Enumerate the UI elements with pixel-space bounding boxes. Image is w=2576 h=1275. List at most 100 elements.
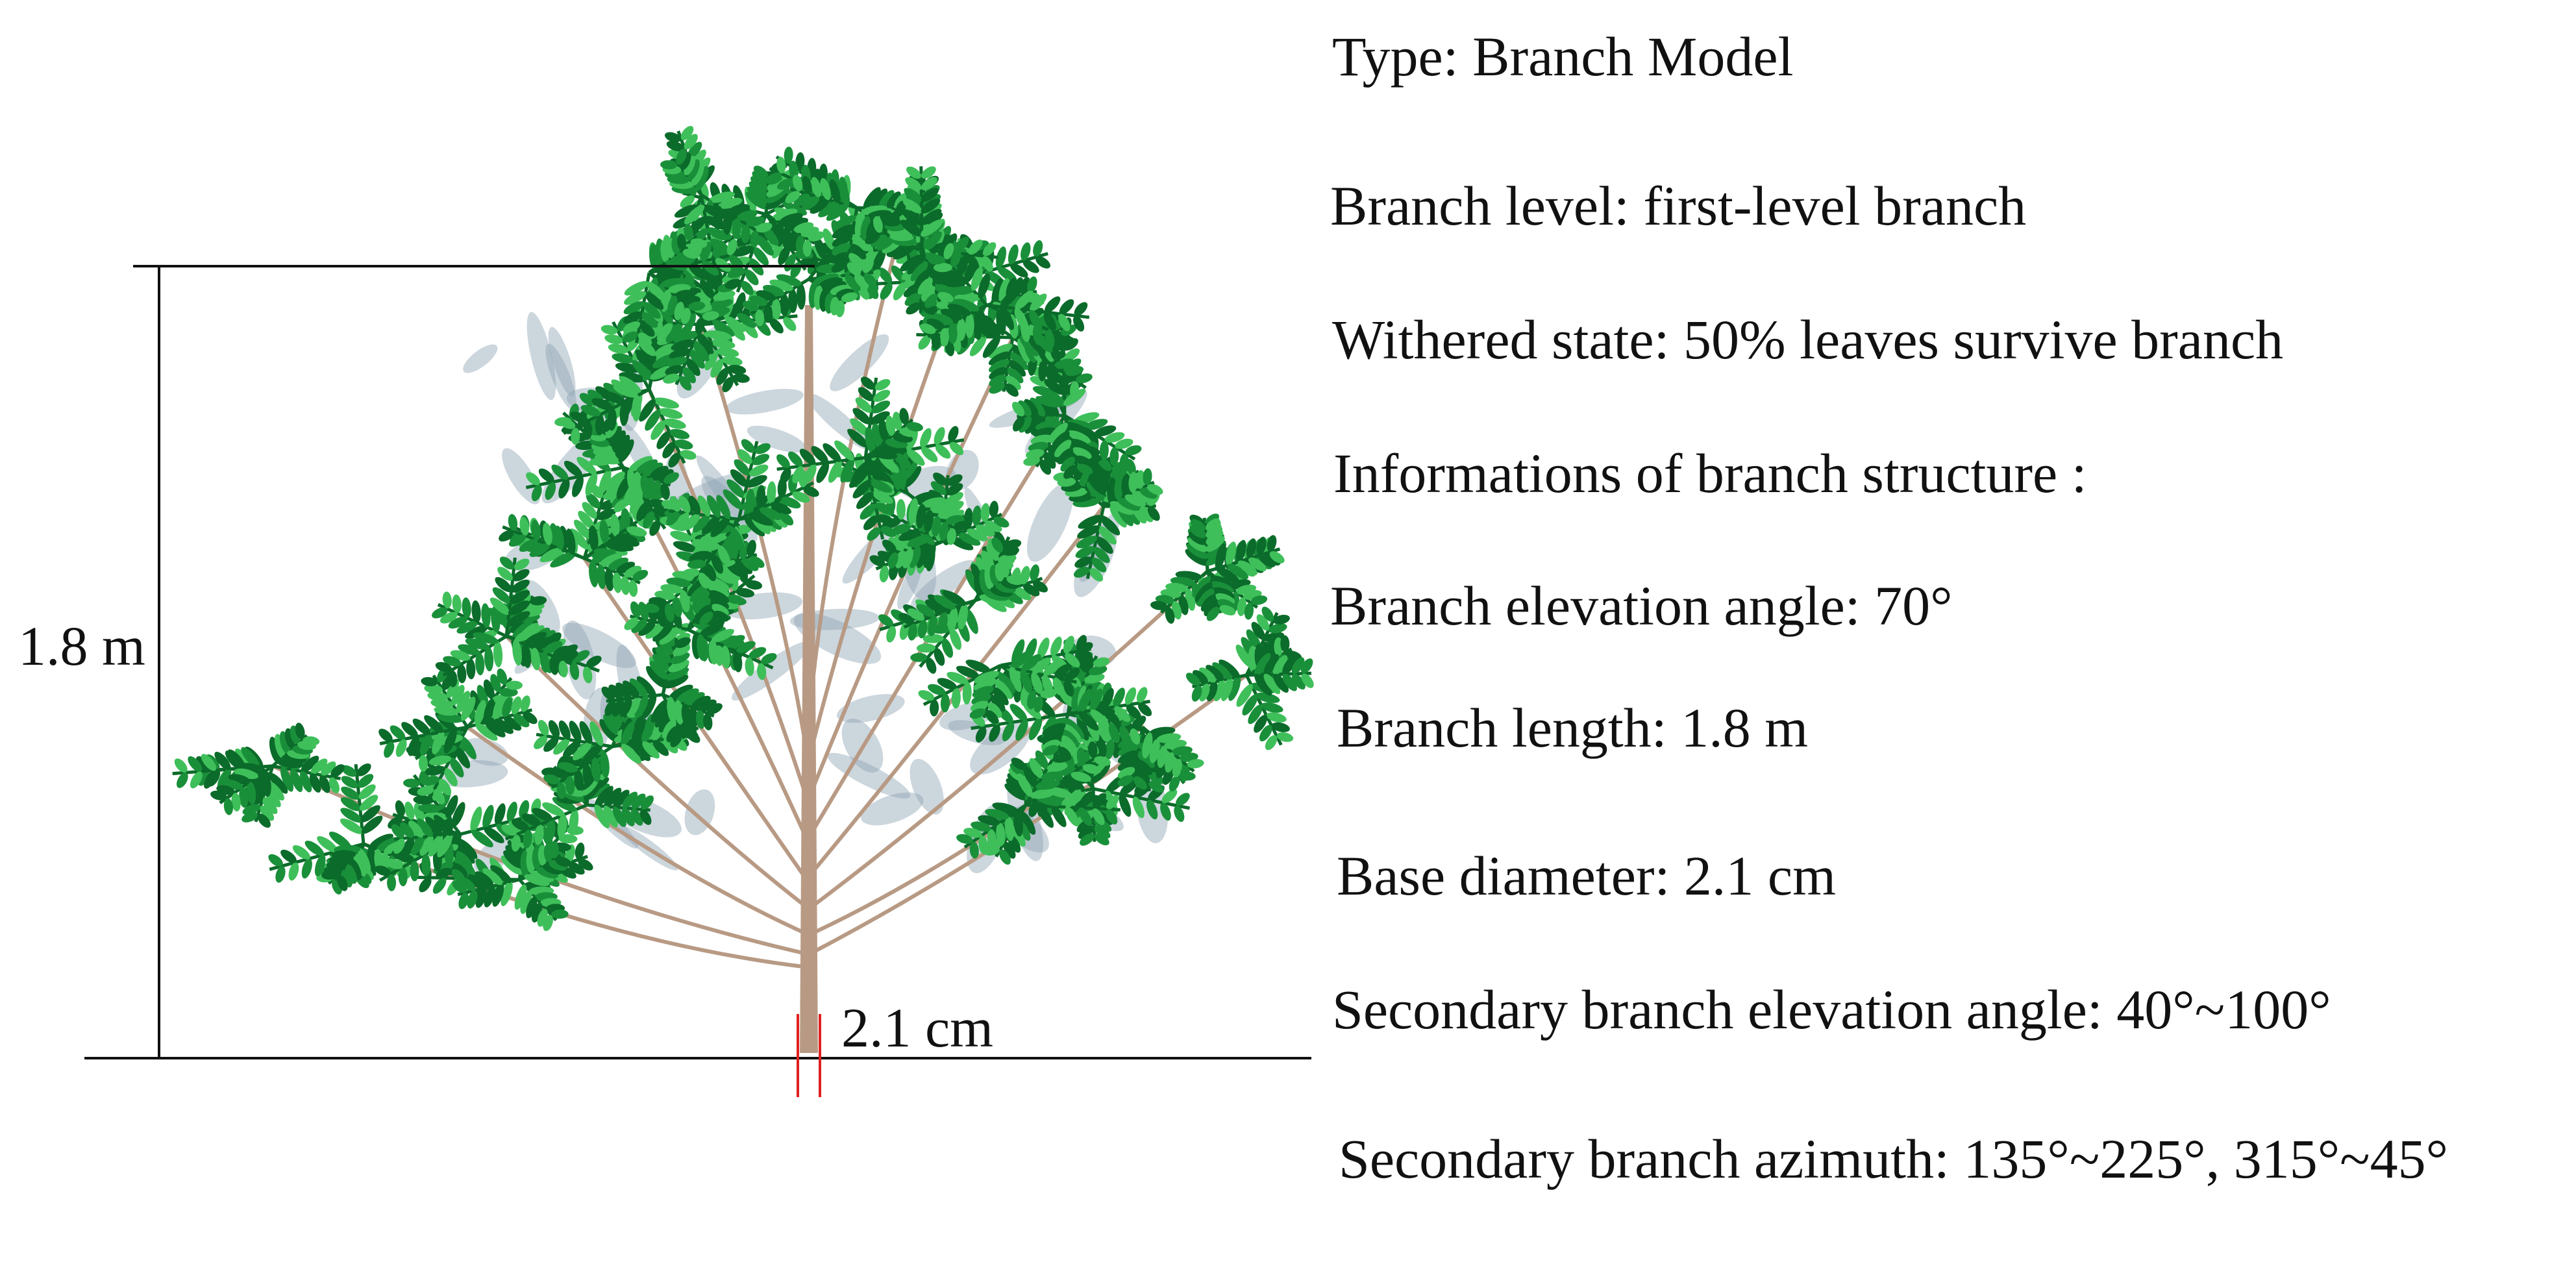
leaflet <box>511 834 521 852</box>
leaflet <box>573 519 592 539</box>
leaflet <box>1259 724 1272 742</box>
leaflet <box>1117 767 1135 779</box>
leaflet <box>1059 741 1074 756</box>
leaflet <box>713 610 729 622</box>
leaflet <box>1024 399 1039 417</box>
leaflet <box>1035 256 1050 269</box>
leaflet <box>328 831 352 849</box>
leaflet <box>1031 672 1043 694</box>
leaflet <box>669 496 681 512</box>
leaflet <box>514 627 539 642</box>
leaflet <box>993 530 1006 546</box>
leaflet <box>982 256 993 272</box>
trunk <box>800 305 818 1053</box>
leaflet <box>940 308 962 321</box>
leaflet <box>412 718 431 736</box>
leaflet <box>1263 654 1280 676</box>
leaflet <box>1074 302 1088 316</box>
leaflet <box>700 241 712 262</box>
shadow-leaf <box>910 758 944 815</box>
leaflet <box>377 837 399 852</box>
leaflet <box>408 736 419 756</box>
leaflet <box>1070 381 1080 399</box>
leaflet <box>914 269 931 288</box>
leaflet <box>1118 742 1141 756</box>
leaflet <box>765 172 782 184</box>
leaflet <box>1034 695 1043 713</box>
leaflet <box>582 502 598 519</box>
leaflet <box>582 666 593 684</box>
leaflet <box>781 497 801 509</box>
leaflet <box>1080 833 1095 846</box>
leaflet <box>745 488 755 515</box>
leaflet <box>262 770 271 797</box>
leaflet <box>931 516 941 537</box>
leaflet <box>905 177 922 191</box>
leaflet <box>569 721 582 742</box>
leaflet <box>673 330 699 343</box>
leaflet <box>703 713 713 731</box>
leaflet <box>460 736 477 760</box>
leaflet <box>971 267 983 291</box>
leaflet <box>652 625 673 642</box>
leaflet <box>995 679 1013 699</box>
leaflet <box>359 795 378 811</box>
leaflet <box>808 231 824 241</box>
leaflet <box>924 231 942 251</box>
leaflet <box>985 710 999 724</box>
leaflet <box>1095 462 1111 477</box>
leaflet <box>969 336 987 356</box>
leaflet <box>666 141 685 152</box>
leaflet <box>1017 773 1033 797</box>
leaflet <box>1012 416 1025 432</box>
leaflet <box>608 684 623 700</box>
leaflet <box>1020 565 1030 585</box>
leaflet <box>539 547 562 563</box>
leaflet <box>1008 360 1026 377</box>
leaflet <box>1006 575 1023 586</box>
leaflet <box>1251 621 1265 640</box>
leaflet <box>734 459 750 476</box>
leaflet <box>1146 799 1158 820</box>
leaflet <box>769 279 793 291</box>
leaflet <box>1077 525 1100 539</box>
leaflet <box>654 343 676 357</box>
leaflet <box>1212 662 1232 680</box>
leaflet <box>410 860 419 882</box>
leaflet <box>1206 606 1220 621</box>
leaflet <box>723 489 743 510</box>
leaflet <box>1057 335 1067 353</box>
leaflet <box>924 293 938 308</box>
leaflet <box>1070 438 1091 452</box>
leaflet <box>174 758 188 773</box>
leaflet <box>953 236 969 254</box>
leaflet <box>878 190 895 209</box>
leaflet <box>854 273 869 290</box>
leaflet <box>231 793 241 811</box>
leaflet <box>1032 580 1048 593</box>
leaflet <box>558 660 568 678</box>
leaflet <box>784 146 793 164</box>
leaflet <box>612 806 626 827</box>
leaflet <box>1101 687 1114 710</box>
leaflet <box>736 588 755 598</box>
leaflet <box>687 560 706 569</box>
leaflet <box>545 482 556 501</box>
leaflet <box>1032 657 1051 674</box>
shadow-leaf <box>562 623 636 669</box>
leaflet <box>1078 711 1099 731</box>
leaflet <box>591 757 601 782</box>
leaflet <box>712 628 734 643</box>
leaflet <box>662 441 676 459</box>
leaflet <box>584 779 602 801</box>
leaflet <box>418 804 441 813</box>
leaflet <box>1235 539 1246 562</box>
leaflet <box>1098 720 1109 743</box>
leaflet <box>629 493 643 514</box>
leaflet <box>569 661 580 680</box>
leaflet <box>686 358 700 377</box>
leaflet <box>1246 538 1257 559</box>
leaflet <box>454 857 471 874</box>
leaflet <box>888 537 904 551</box>
leaflet <box>680 589 690 613</box>
